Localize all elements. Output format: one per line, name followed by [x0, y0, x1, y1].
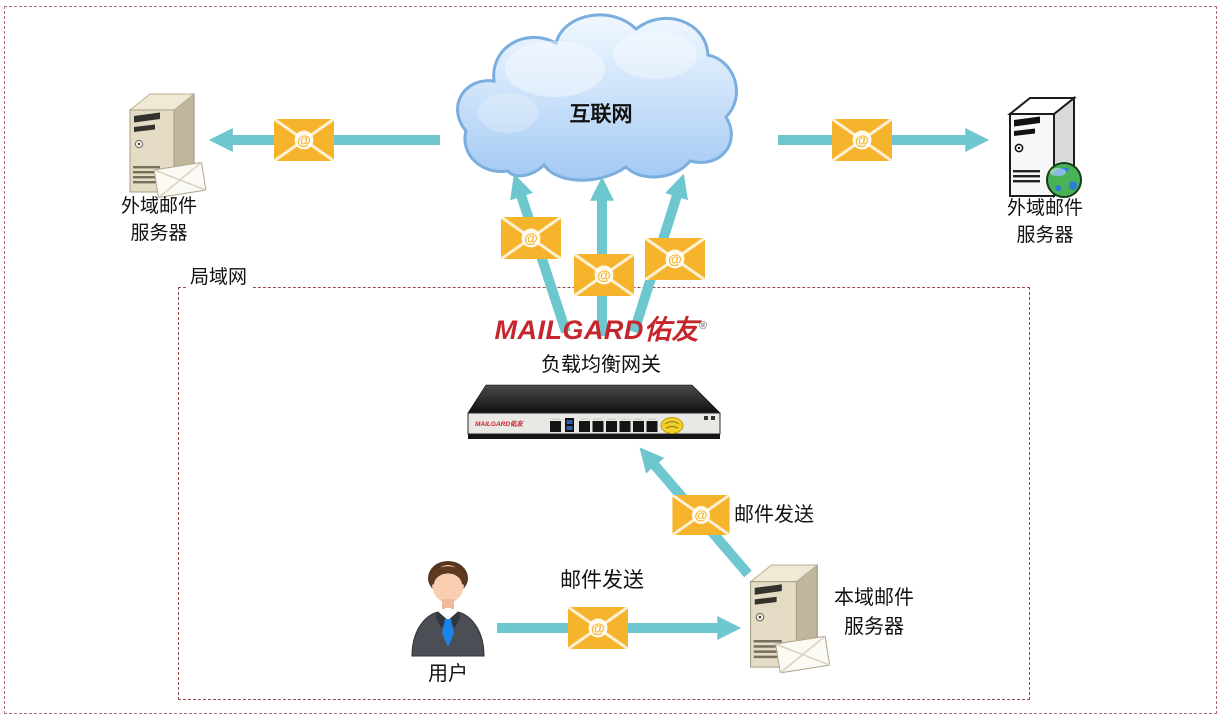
- web-mail-server-icon: [1007, 95, 1082, 199]
- svg-text:@: @: [855, 132, 869, 148]
- mailgard-brand-logo: MAILGARD佑友®: [465, 313, 737, 344]
- local-server-label: 本域邮件 服务器: [834, 587, 914, 638]
- envelope-icon: @: [568, 607, 628, 649]
- lan-label: 局域网: [186, 264, 252, 291]
- mail-send-label-bottom: 邮件发送: [560, 569, 644, 592]
- envelope-icon: @: [672, 495, 730, 535]
- svg-text:@: @: [297, 132, 311, 148]
- envelope-icon: @: [832, 119, 892, 161]
- envelope-icon: @: [274, 119, 334, 161]
- envelope-detail-icon: [153, 161, 207, 198]
- gateway-label: 负载均衡网关: [541, 354, 661, 376]
- globe-icon: [1046, 162, 1082, 198]
- svg-text:@: @: [524, 230, 538, 246]
- user-person-icon: [411, 561, 485, 657]
- svg-text:@: @: [597, 267, 611, 283]
- envelope-icon: @: [645, 238, 705, 280]
- external-server-left-label: 外域邮件 服务器: [120, 196, 197, 244]
- user-label: 用户: [428, 663, 468, 685]
- panel-logo-text: MAILGARD佑友: [475, 420, 525, 428]
- mail-server-icon: [128, 92, 207, 198]
- outer-dashed-border: [4, 6, 1217, 714]
- badge-sticker-icon: [660, 417, 684, 434]
- internet-cloud-icon: [456, 13, 738, 182]
- internet-label: 互联网: [569, 103, 633, 126]
- brand-text: MAILGARD佑友: [494, 315, 699, 345]
- registered-mark: ®: [698, 320, 708, 332]
- external-server-right-label: 外域邮件 服务器: [1006, 198, 1083, 246]
- svg-text:@: @: [591, 620, 605, 636]
- arrow-gateway-to-cloud-left: [510, 173, 571, 334]
- svg-text:@: @: [668, 251, 682, 267]
- gateway-appliance-icon: MAILGARD佑友: [467, 384, 721, 439]
- svg-text:@: @: [695, 508, 708, 523]
- envelope-icon: @: [574, 254, 634, 296]
- envelope-icon: @: [501, 217, 561, 259]
- mail-send-label-diagonal: 邮件发送: [734, 504, 814, 526]
